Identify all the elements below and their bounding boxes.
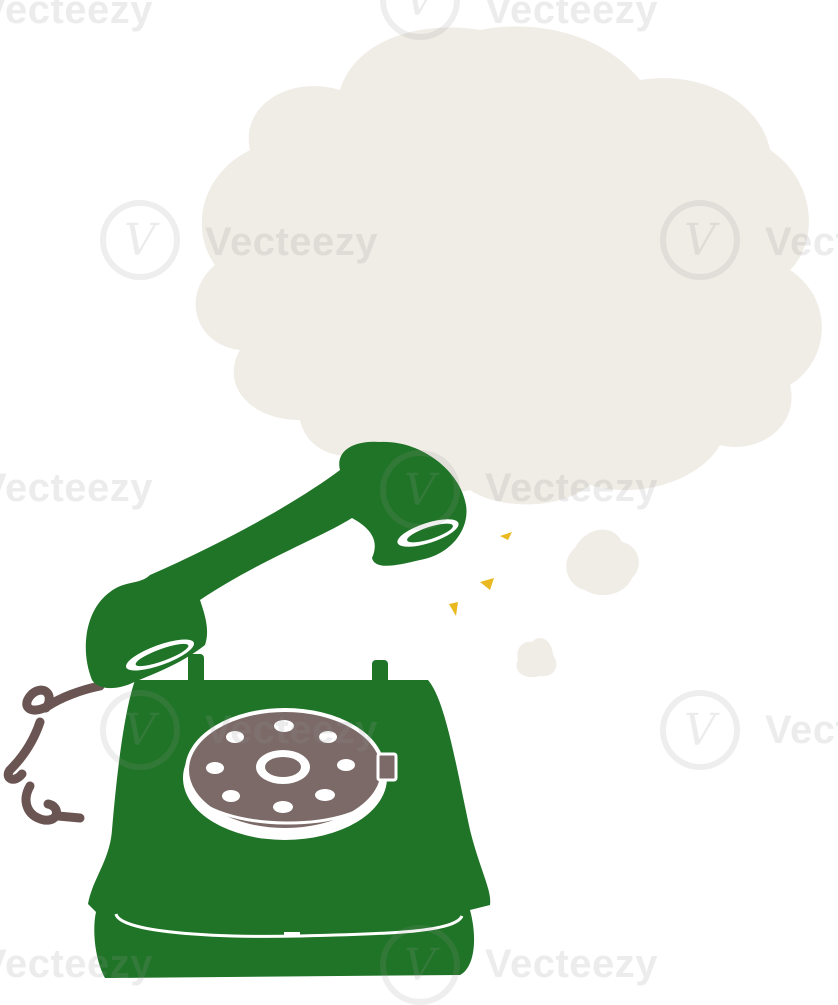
sparkle-mark: [500, 532, 512, 540]
handset-body: [85, 441, 467, 689]
dial-hole: [226, 731, 244, 743]
thought-bubble: [195, 26, 822, 678]
finger-stop: [376, 752, 398, 782]
phone-cord: [3, 681, 105, 825]
dial-hole: [274, 720, 294, 732]
thought-bubble-tiny: [516, 638, 557, 678]
dial-hole: [319, 731, 337, 743]
dial-hole: [315, 789, 335, 801]
sparkle-mark: [449, 602, 458, 616]
thought-bubble-cloud: [195, 26, 822, 505]
ring-sparkles: [449, 532, 512, 616]
handset: [85, 441, 467, 689]
dial-hole: [222, 790, 240, 802]
dial-holes: [206, 720, 355, 813]
base-highlight: [114, 913, 464, 938]
thought-bubble-small: [566, 529, 639, 596]
cradle-hook-right: [372, 660, 388, 686]
dial-hole: [206, 762, 224, 774]
sparkle-mark: [480, 578, 494, 590]
illustration: [3, 26, 822, 978]
cradle-hook-left: [188, 654, 204, 684]
dial-hole: [273, 801, 293, 813]
dial-hole: [337, 759, 355, 771]
rotary-dial: [183, 708, 398, 840]
